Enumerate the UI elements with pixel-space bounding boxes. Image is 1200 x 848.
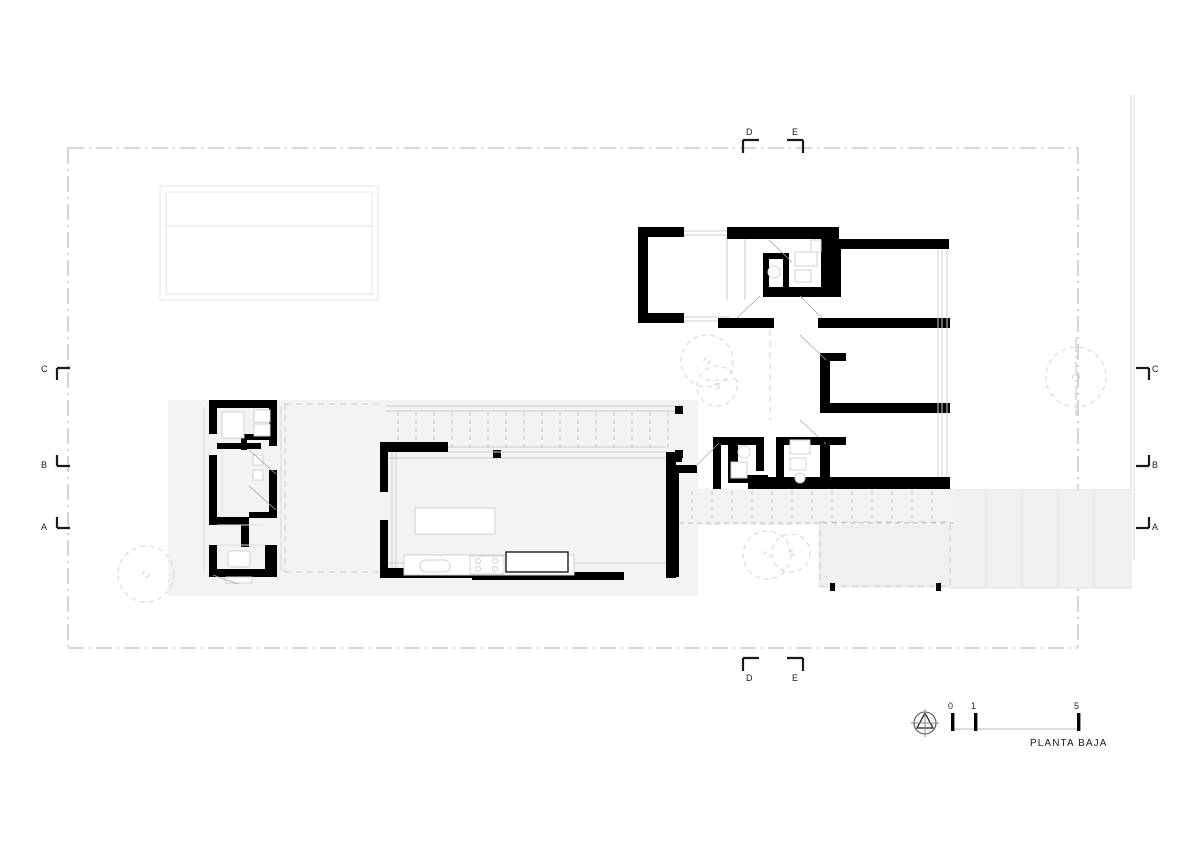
section-marker-label: E — [792, 673, 798, 683]
pergola-south — [679, 489, 955, 525]
section-marker-left-c: C — [41, 364, 70, 380]
tree-south-b — [771, 533, 811, 573]
terrace-post — [936, 583, 941, 591]
section-marker-right-c: C — [1136, 364, 1159, 380]
terrace-southeast — [819, 521, 951, 591]
living-kitchen-wing — [380, 442, 682, 580]
north-arrow — [911, 709, 939, 737]
scale-tick — [951, 713, 955, 731]
section-marker-bottom-e: E — [787, 656, 805, 683]
pool-outline-northwest — [159, 185, 379, 301]
section-marker-top-d: D — [741, 127, 759, 153]
scale-tick-label: 0 — [948, 701, 953, 711]
street-edge — [1130, 95, 1135, 560]
driveway-joints — [950, 489, 1132, 589]
section-marker-label: C — [1152, 364, 1159, 374]
bath-core-south — [728, 437, 824, 484]
section-marker-right-b: B — [1136, 455, 1158, 470]
section-marker-top-e: E — [787, 127, 805, 153]
pergola-column — [675, 406, 683, 414]
section-marker-label: C — [41, 364, 48, 374]
vanity-fixture — [794, 251, 818, 267]
toilet-fixture — [767, 265, 781, 279]
tree-north-a — [680, 334, 734, 388]
section-marker-label: B — [1152, 460, 1158, 470]
scale-tick — [1077, 713, 1081, 731]
tree-south-a — [742, 530, 792, 580]
bedroom-wing-north — [638, 227, 950, 328]
section-marker-label: D — [746, 127, 753, 137]
scale-tick — [974, 713, 978, 731]
scale-tick-label: 5 — [1074, 701, 1079, 711]
toilet-fixture — [737, 445, 751, 459]
cooktop-fixture — [469, 555, 505, 575]
section-marker-right-a: A — [1136, 517, 1158, 532]
sink-fixture — [419, 559, 451, 573]
section-marker-label: B — [41, 460, 47, 470]
tree-southwest — [117, 545, 175, 603]
section-marker-left-b: B — [41, 455, 70, 470]
terrace-post — [830, 583, 835, 591]
section-marker-bottom-d: D — [741, 656, 759, 683]
service-block-west — [203, 400, 282, 585]
tree-east — [1045, 338, 1107, 416]
site-boundary — [67, 147, 1079, 649]
section-marker-label: A — [1152, 522, 1158, 532]
footprint-guides — [284, 330, 771, 573]
section-marker-label: E — [792, 127, 798, 137]
scale-tick-label: 1 — [971, 701, 976, 711]
plan-title: PLANTA BAJA — [1030, 738, 1108, 749]
section-marker-label: D — [746, 673, 753, 683]
tree-north-b — [696, 365, 738, 407]
section-marker-label: A — [41, 522, 47, 532]
scale-bar: 0 1 5 — [948, 701, 1081, 731]
section-marker-left-a: A — [41, 517, 70, 532]
vanity-fixture — [789, 439, 811, 455]
pergola-column — [493, 450, 501, 458]
